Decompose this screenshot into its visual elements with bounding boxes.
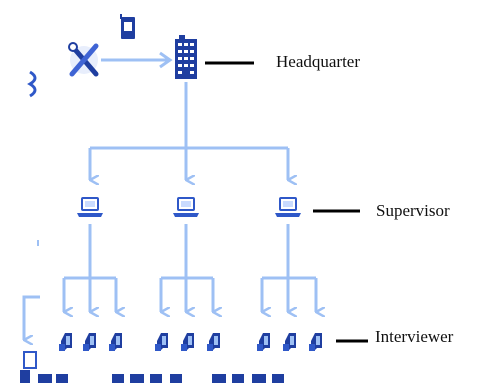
hq-to-supervisors-connector [88,82,288,180]
handheld-device-icon [155,333,168,351]
handheld-device-icon [109,333,122,351]
handheld-device-icon [181,333,194,351]
laptop-icon [274,197,302,218]
cropped-left-icons [22,70,40,340]
handheld-device-icon [283,333,296,351]
cropped-bottom-devices [20,351,284,383]
handheld-device-icon [59,333,72,351]
headquarter-label: Headquarter [276,52,361,71]
handheld-device-icon [309,333,322,351]
laptop-icon [172,197,200,218]
handheld-device-icon [83,333,96,351]
handheld-device-icon [257,333,270,351]
supervisors-to-interviewers-connectors [62,224,316,312]
laptop-icon [76,197,104,218]
wrench-screwdriver-icon [68,42,99,77]
supervisor-label: Supervisor [376,201,450,220]
handheld-device-icon [207,333,220,351]
interviewer-label: Interviewer [375,327,454,346]
office-building-icon [175,35,197,79]
clipboard-device-icon [120,14,135,39]
